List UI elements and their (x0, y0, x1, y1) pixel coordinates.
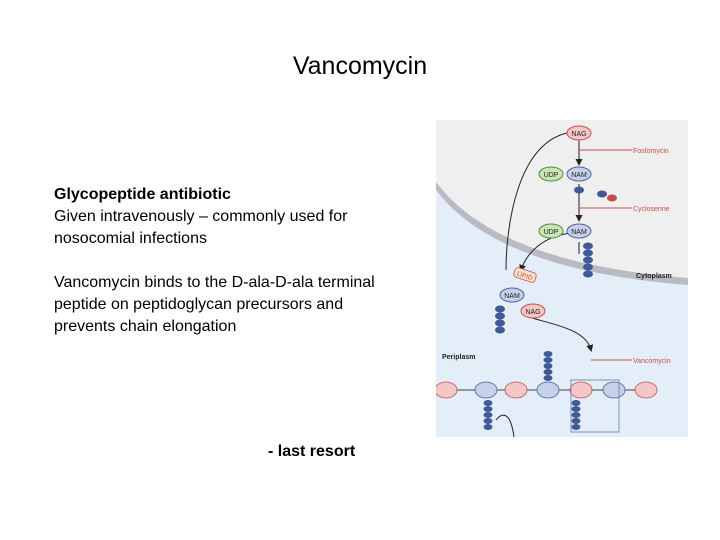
fosfomycin-label: Fosfomycin (633, 148, 669, 155)
nag-label-3: NAG (525, 309, 540, 316)
nag-node (566, 125, 592, 141)
lipid-tag (513, 267, 537, 283)
text-line-5: prevents chain elongation (54, 318, 237, 335)
vancomycin-label: Vancomycin (633, 358, 671, 365)
nag-node-3 (520, 303, 546, 319)
periplasm-label: Periplasm (442, 354, 475, 361)
last-resort-note: - last resort (268, 443, 356, 460)
text-line-4: peptide on peptidoglycan precursors and (54, 296, 344, 313)
peptidoglycan-strand (436, 381, 658, 399)
text-line-2: nosocomial infections (54, 230, 207, 247)
cell-wall-synthesis-diagram: NAG Fosfomycin UDP NAM Cycloserine UDP N… (436, 120, 688, 437)
text-line-1: Given intravenously – commonly used for (54, 208, 348, 225)
slide-title: Vancomycin (292, 52, 428, 80)
nam-node-2 (566, 223, 592, 239)
nam-node-3 (499, 287, 525, 303)
nam-label-1: NAM (571, 172, 587, 179)
peptide-chain-right (571, 400, 581, 430)
udp-label-2: UDP (544, 229, 559, 236)
nag-label: NAG (571, 131, 586, 138)
slide-body: Glycopeptide antibiotic Given intravenou… (54, 184, 434, 338)
nam-label-2: NAM (571, 229, 587, 236)
vancomycin-binding-site (570, 379, 620, 433)
peptide-chain-membrane (495, 305, 505, 334)
cytoplasm-background (436, 120, 688, 278)
peptide-chain-crosslink (543, 351, 553, 381)
cycloserine-label: Cycloserine (633, 206, 670, 213)
udp-node-1 (538, 166, 564, 182)
udp-label-1: UDP (544, 172, 559, 179)
nam-label-3: NAM (504, 293, 520, 300)
text-line-3: Vancomycin binds to the D-ala-D-ala term… (54, 274, 375, 291)
lipid-label: LIPID (516, 271, 534, 283)
udp-node-2 (538, 223, 564, 239)
nam-node-1 (566, 166, 592, 182)
peptide-chain-cytoplasm (583, 242, 593, 278)
heading-glycopeptide: Glycopeptide antibiotic (54, 186, 231, 203)
peptide-chain-left (483, 400, 493, 430)
cytoplasm-label: Cytoplasm (636, 273, 672, 280)
